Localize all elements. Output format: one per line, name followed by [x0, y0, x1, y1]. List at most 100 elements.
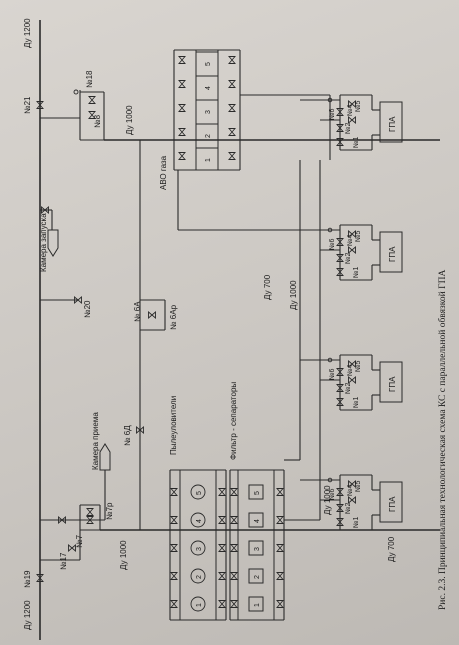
filter-out-valve-icon	[276, 600, 284, 608]
valve-6d-label: № 6Д	[123, 425, 132, 446]
filter-separator-number: 3	[254, 547, 261, 551]
avo-cell-number: 1	[205, 158, 212, 162]
valve-7-label: №7	[75, 534, 84, 548]
valve-18-symbol	[88, 96, 96, 104]
gpa-label: ГПА	[388, 496, 397, 512]
avo-cell-number: 3	[205, 110, 212, 114]
header-1000-d-label: Ду 1000	[323, 485, 332, 515]
avo-out-valve-icon	[228, 80, 236, 88]
dust-out-valve-icon	[218, 516, 226, 524]
dust-collectors-label: Пылеуловители	[169, 396, 178, 455]
avo-out-valve-icon	[228, 56, 236, 64]
filter-separator-3	[248, 540, 264, 556]
dust-out-valve-icon	[218, 488, 226, 496]
inlet-pipe-label: Ду 1200	[23, 600, 32, 630]
avo-in-valve-icon	[178, 80, 186, 88]
gpa-label: ГПА	[388, 246, 397, 262]
filter-separators-block	[229, 469, 285, 621]
dust-collector-4	[190, 512, 206, 528]
avo-out-valve-icon	[228, 104, 236, 112]
filter-separator-5	[248, 484, 264, 500]
gpa-valve-1-label: №1	[353, 136, 360, 148]
valve-20-label: №20	[83, 300, 92, 318]
valve-18-label: №18	[85, 70, 94, 88]
filter-in-valve-icon	[230, 516, 238, 524]
dust-collector-number: 4	[196, 519, 203, 523]
dust-collector-number: 3	[196, 547, 203, 551]
filter-in-valve-icon	[230, 488, 238, 496]
gpa-valve-5-label: №5	[355, 230, 362, 242]
avo-cell-number: 2	[205, 134, 212, 138]
gpa-valve-2-label: №2	[345, 382, 352, 394]
dust-in-valve-icon	[170, 544, 178, 552]
gpa-valve-4-icon	[348, 496, 356, 504]
gpa-valve-4-icon	[348, 116, 356, 124]
avo-out-valve-icon	[228, 128, 236, 136]
filter-separator-1	[248, 596, 264, 612]
gpa-label: ГПА	[388, 376, 397, 392]
avo-in-valve-icon	[178, 152, 186, 160]
gpa-box	[379, 481, 403, 523]
dust-collector-3	[190, 540, 206, 556]
avo-block	[173, 49, 241, 171]
dust-out-valve-icon	[218, 600, 226, 608]
dust-collector-number: 1	[196, 603, 203, 607]
filter-separator-4	[248, 512, 264, 528]
filter-in-valve-icon	[230, 600, 238, 608]
valve-8-label: №8	[93, 114, 102, 128]
filter-out-valve-icon	[276, 488, 284, 496]
filter-separators-label: Фильтр - сепараторы	[229, 382, 238, 460]
gpa-valve-2-label: №2	[345, 122, 352, 134]
gpa-box	[379, 231, 403, 273]
dust-collector-1	[190, 596, 206, 612]
gpa-valve-1-label: №1	[353, 396, 360, 408]
filter-separator-number: 2	[254, 575, 261, 579]
gpa-valve-5-label: №5	[355, 480, 362, 492]
header-700-b-label: Ду 700	[387, 536, 396, 562]
filter-in-valve-icon	[230, 544, 238, 552]
header-1000-a-label: Ду 1000	[119, 540, 128, 570]
header-1000-c-label: Ду 1000	[289, 280, 298, 310]
gpa-valve-2-label: №2	[345, 502, 352, 514]
gpa-box	[379, 361, 403, 403]
avo-in-valve-icon	[178, 128, 186, 136]
gpa-valve-4-label: №4	[347, 364, 354, 376]
valve-7r-symbol	[86, 508, 94, 516]
valve-6ar-label: № 6Ар	[169, 304, 178, 330]
avo-out-valve-icon	[228, 152, 236, 160]
gpa-box	[379, 101, 403, 143]
filter-separator-number: 1	[254, 603, 261, 607]
dust-in-valve-icon	[170, 600, 178, 608]
gpa-valve-4-label: №4	[347, 234, 354, 246]
gpa-valve-6-label: №6	[329, 488, 336, 500]
gpa-valve-4-icon	[348, 246, 356, 254]
valve-21-label: №21	[23, 96, 32, 114]
avo-in-valve-icon	[178, 56, 186, 64]
dust-collector-number: 5	[196, 491, 203, 495]
gpa-valve-5-label: №5	[355, 360, 362, 372]
avo-label: АВО газа	[159, 155, 168, 190]
dust-in-valve-icon	[170, 572, 178, 580]
gpa-valve-6-label: №6	[329, 368, 336, 380]
valve-19-label: №19	[23, 570, 32, 588]
dust-out-valve-icon	[218, 572, 226, 580]
valve-6a-label: № 6А	[133, 301, 142, 322]
valve-7r-label: №7р	[105, 502, 114, 520]
gpa-valve-4-icon	[348, 376, 356, 384]
gpa-valve-6-label: №6	[329, 108, 336, 120]
filter-out-valve-icon	[276, 544, 284, 552]
gpa-valve-4-label: №4	[347, 484, 354, 496]
avo-in-valve-icon	[178, 104, 186, 112]
dust-in-valve-icon	[170, 488, 178, 496]
filter-out-valve-icon	[276, 572, 284, 580]
header-700-a-label: Ду 700	[263, 274, 272, 300]
dust-collector-2	[190, 568, 206, 584]
dust-collector-5	[190, 484, 206, 500]
